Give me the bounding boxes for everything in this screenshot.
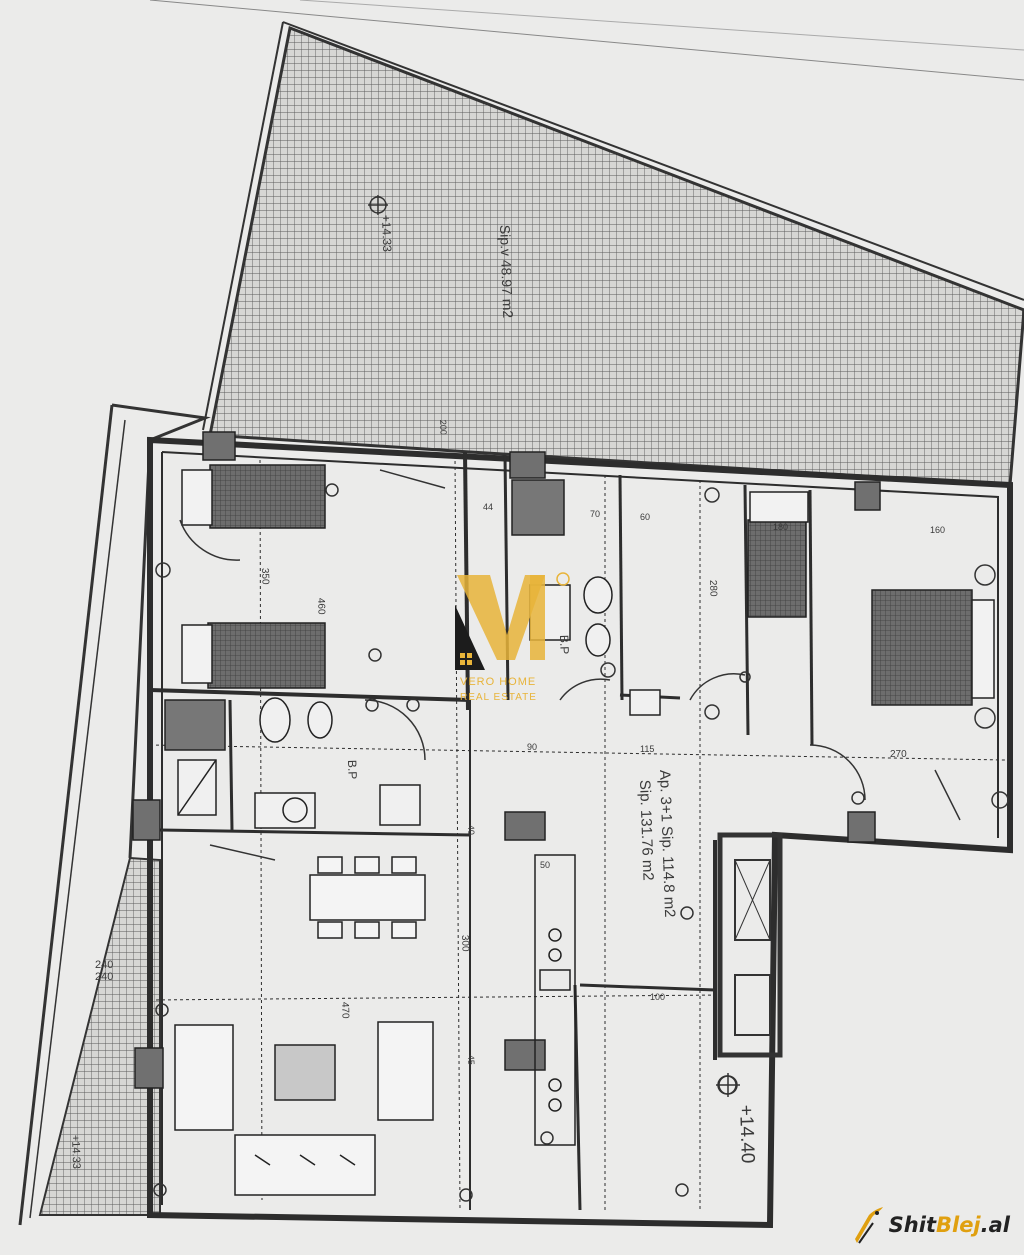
bathroom-label-2: B.P: [345, 760, 360, 780]
dim-180: 180: [773, 522, 788, 532]
bathroom-fixtures: [164, 479, 661, 829]
kitchen: [534, 854, 576, 1146]
dim-200: 200: [438, 420, 449, 435]
beds: [181, 464, 995, 706]
gross-area-label: Sip. 131.76 m2: [636, 780, 657, 881]
terrace-area-label: Sip.v 48.97 m2: [497, 225, 516, 319]
dim-45: 45: [466, 1055, 476, 1065]
plan-labels: Ap. 3+1 Sip. 114.8 m2 Sip. 131.76 m2 Sip…: [69, 215, 945, 1169]
dim-280: 280: [707, 580, 719, 597]
dim-90: 90: [527, 742, 537, 752]
shitblej-watermark: ShitBlej.al: [851, 1205, 1010, 1245]
site-name-part-2: Blej: [935, 1213, 981, 1237]
bird-logo-icon: [854, 1207, 883, 1244]
level-symbol: [368, 195, 740, 1097]
dim-44: 44: [483, 502, 493, 512]
dim-60: 60: [640, 512, 650, 522]
apartment-area-label: Ap. 3+1 Sip. 114.8 m2: [656, 770, 678, 918]
dim-40: 40: [466, 825, 476, 835]
dim-240a: 240: [95, 971, 113, 983]
vero-home-watermark: VERO HOME REAL ESTATE: [445, 565, 575, 710]
site-name-part-1: Shit: [888, 1213, 936, 1237]
dim-50: 50: [540, 860, 550, 870]
watermark-brand-line-2: REAL ESTATE: [460, 692, 537, 703]
site-name: ShitBlej.al: [889, 1213, 1010, 1237]
living-room-furniture: [174, 1021, 434, 1196]
dim-470: 470: [339, 1002, 351, 1019]
dim-460: 460: [315, 598, 327, 615]
bathroom-label-1: B.P: [557, 635, 572, 655]
dim-160: 160: [930, 525, 945, 535]
dim-300: 300: [459, 935, 471, 952]
vero-home-logo-icon: VERO HOME REAL ESTATE: [455, 572, 570, 703]
dim-350: 350: [259, 568, 271, 585]
site-name-part-3: .al: [980, 1213, 1010, 1237]
terrace-level-label: +14.33: [379, 215, 394, 253]
floor-level-label: +14.40: [735, 1104, 758, 1163]
dim-70: 70: [590, 509, 600, 519]
dim-240b: 240: [95, 959, 113, 971]
dim-115: 115: [640, 744, 654, 754]
dim-270: 270: [890, 749, 907, 760]
stair-core: [717, 832, 783, 1058]
corner-level-label: +14.33: [69, 1135, 82, 1169]
watermark-brand-line-1: VERO HOME: [460, 676, 536, 688]
columns: [132, 431, 881, 1089]
axis-markers: [153, 483, 1009, 1202]
dim-100: 100: [650, 992, 665, 1002]
dining-table: [309, 856, 426, 939]
